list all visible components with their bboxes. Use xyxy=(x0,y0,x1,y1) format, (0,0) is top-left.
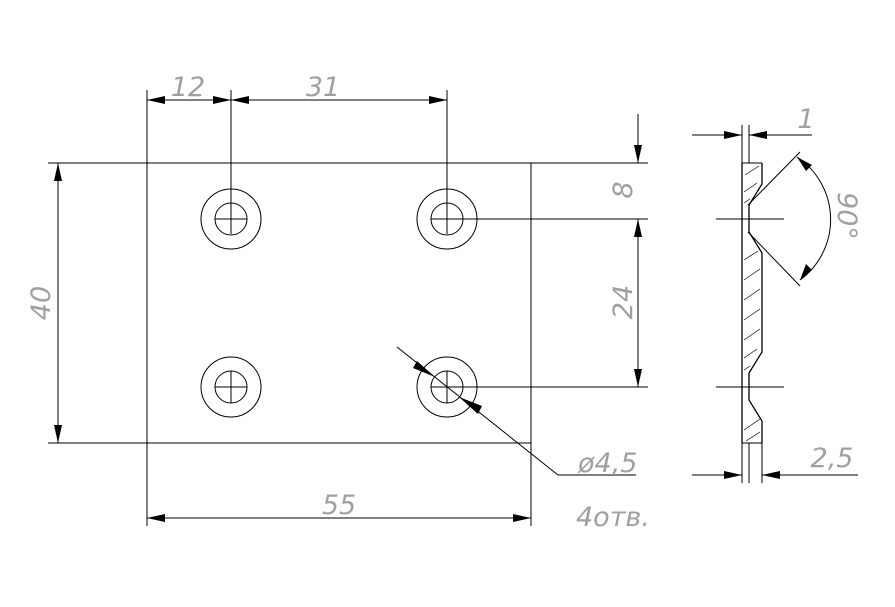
section-hatching xyxy=(743,165,761,442)
dimension-text-2-5: 2,5 xyxy=(811,443,854,474)
dimension-text-hole-count: 4отв. xyxy=(576,502,650,533)
dimension-text-40: 40 xyxy=(26,286,57,320)
dimension-hole-diameter: ø4,5 4отв. xyxy=(396,346,650,533)
dimension-hole-spacing-y: 24 xyxy=(608,219,642,387)
dimension-text-12: 12 xyxy=(171,72,205,103)
dimension-text-90: 90° xyxy=(831,192,862,240)
dimension-plate-height: 40 xyxy=(26,163,62,443)
dimension-text-31: 31 xyxy=(306,72,340,103)
hole-bottom-left xyxy=(200,356,262,418)
plate-outline xyxy=(48,90,648,526)
dimension-hole-offset-top: 8 xyxy=(608,114,642,268)
hole-top-right xyxy=(416,90,648,250)
dimension-plate-width: 55 xyxy=(147,490,531,522)
dimension-text-24: 24 xyxy=(608,285,639,319)
side-view-section xyxy=(716,125,784,483)
dimension-chamfer-depth: 1 xyxy=(692,104,815,139)
hole-top-left xyxy=(200,90,262,250)
hole-bottom-right xyxy=(416,356,648,418)
dimension-hole-offset-x: 12 xyxy=(147,72,231,104)
dimension-text-55: 55 xyxy=(322,490,356,521)
dimension-hole-spacing-x: 31 xyxy=(231,72,447,104)
dimension-text-diameter: ø4,5 xyxy=(577,448,637,479)
dimension-countersink-angle: 90° xyxy=(747,151,862,287)
dimension-thickness: 2,5 xyxy=(692,443,858,479)
dimension-text-1: 1 xyxy=(797,104,814,135)
dimension-text-8: 8 xyxy=(608,181,639,198)
